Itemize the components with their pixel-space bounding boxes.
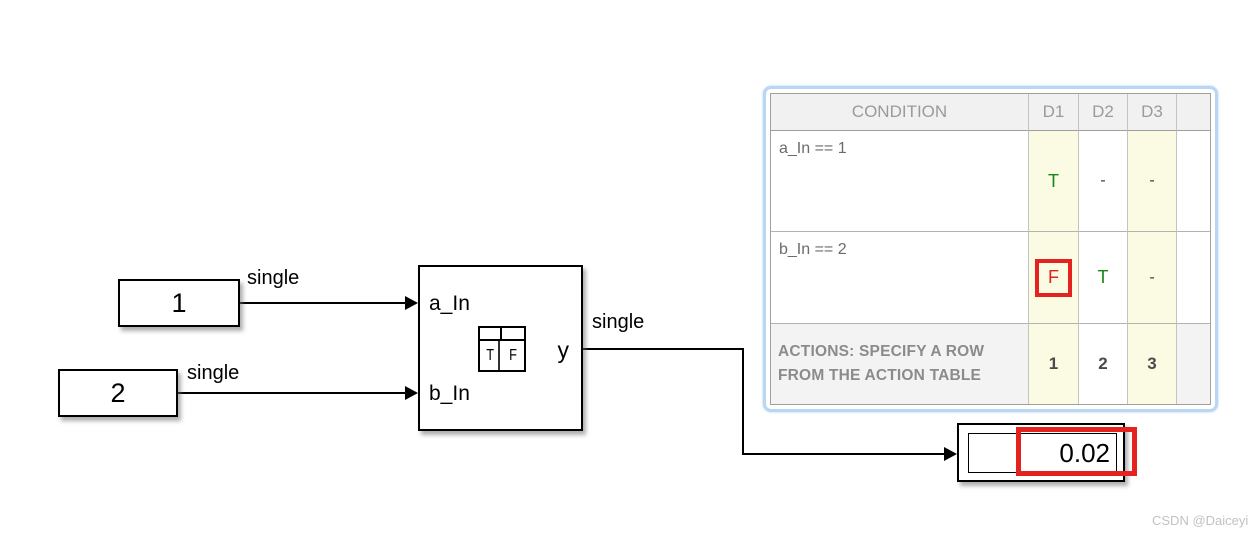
- wire-const1-to-a-in[interactable]: [240, 302, 408, 304]
- header-d1: D1: [1029, 94, 1079, 131]
- wire-y-to-display[interactable]: [742, 453, 945, 455]
- actions-filler: [1177, 324, 1210, 404]
- watermark: CSDN @Daiceyi: [1152, 513, 1249, 528]
- truth-table-icon-t: T: [482, 341, 500, 370]
- truth-table-panel[interactable]: CONDITION D1 D2 D3 a_In == 1 T - - b_In …: [763, 86, 1218, 412]
- actions-row-label: ACTIONS: SPECIFY A ROW FROM THE ACTION T…: [771, 324, 1029, 404]
- actions-label-line1: ACTIONS: SPECIFY A ROW: [778, 342, 985, 360]
- signal-label-single-1[interactable]: single: [247, 267, 300, 289]
- row2-d2-value[interactable]: T: [1079, 232, 1128, 324]
- row1-d2-value[interactable]: -: [1079, 131, 1128, 232]
- constant-block-1-value: 1: [171, 287, 187, 318]
- arrowhead-b-in: [405, 386, 418, 400]
- truth-table-grid: CONDITION D1 D2 D3 a_In == 1 T - - b_In …: [770, 93, 1211, 405]
- signal-label-single-2[interactable]: single: [187, 362, 240, 384]
- wire-const2-to-b-in[interactable]: [178, 392, 408, 394]
- row1-d1-value[interactable]: T: [1029, 131, 1079, 232]
- constant-block-1[interactable]: 1: [118, 279, 240, 327]
- wire-y-out-horizontal[interactable]: [583, 348, 744, 350]
- constant-block-2[interactable]: 2: [58, 369, 178, 417]
- condition-row1[interactable]: a_In == 1: [771, 131, 1029, 232]
- condition-row2[interactable]: b_In == 2: [771, 232, 1029, 324]
- truth-table-block[interactable]: a_In b_In y T F: [418, 265, 583, 431]
- wire-y-out-vertical[interactable]: [742, 348, 744, 455]
- truth-table-icon-f: F: [509, 346, 517, 364]
- actions-d2-value[interactable]: 2: [1079, 324, 1128, 404]
- arrowhead-display: [944, 447, 957, 461]
- input-port-label-b: b_In: [429, 382, 470, 405]
- header-condition: CONDITION: [771, 94, 1029, 131]
- red-highlight-box-display: [1016, 427, 1137, 476]
- signal-label-single-3[interactable]: single: [592, 311, 645, 333]
- row1-d3-value[interactable]: -: [1128, 131, 1177, 232]
- actions-d1-value[interactable]: 1: [1029, 324, 1079, 404]
- input-port-label-a: a_In: [429, 292, 470, 315]
- arrowhead-a-in: [405, 296, 418, 310]
- truth-table-icon: T F: [478, 326, 526, 372]
- header-d2: D2: [1079, 94, 1128, 131]
- actions-label-line2: FROM THE ACTION TABLE: [778, 367, 982, 384]
- header-d3: D3: [1128, 94, 1177, 131]
- actions-d3-value[interactable]: 3: [1128, 324, 1177, 404]
- header-filler: [1177, 94, 1210, 131]
- row2-d1-cell[interactable]: F: [1029, 232, 1079, 324]
- row1-filler: [1177, 131, 1210, 232]
- red-highlight-box-f: F: [1035, 258, 1072, 297]
- output-port-label-y: y: [557, 337, 570, 363]
- row2-filler: [1177, 232, 1210, 324]
- row2-d3-value[interactable]: -: [1128, 232, 1177, 324]
- constant-block-2-value: 2: [110, 377, 126, 408]
